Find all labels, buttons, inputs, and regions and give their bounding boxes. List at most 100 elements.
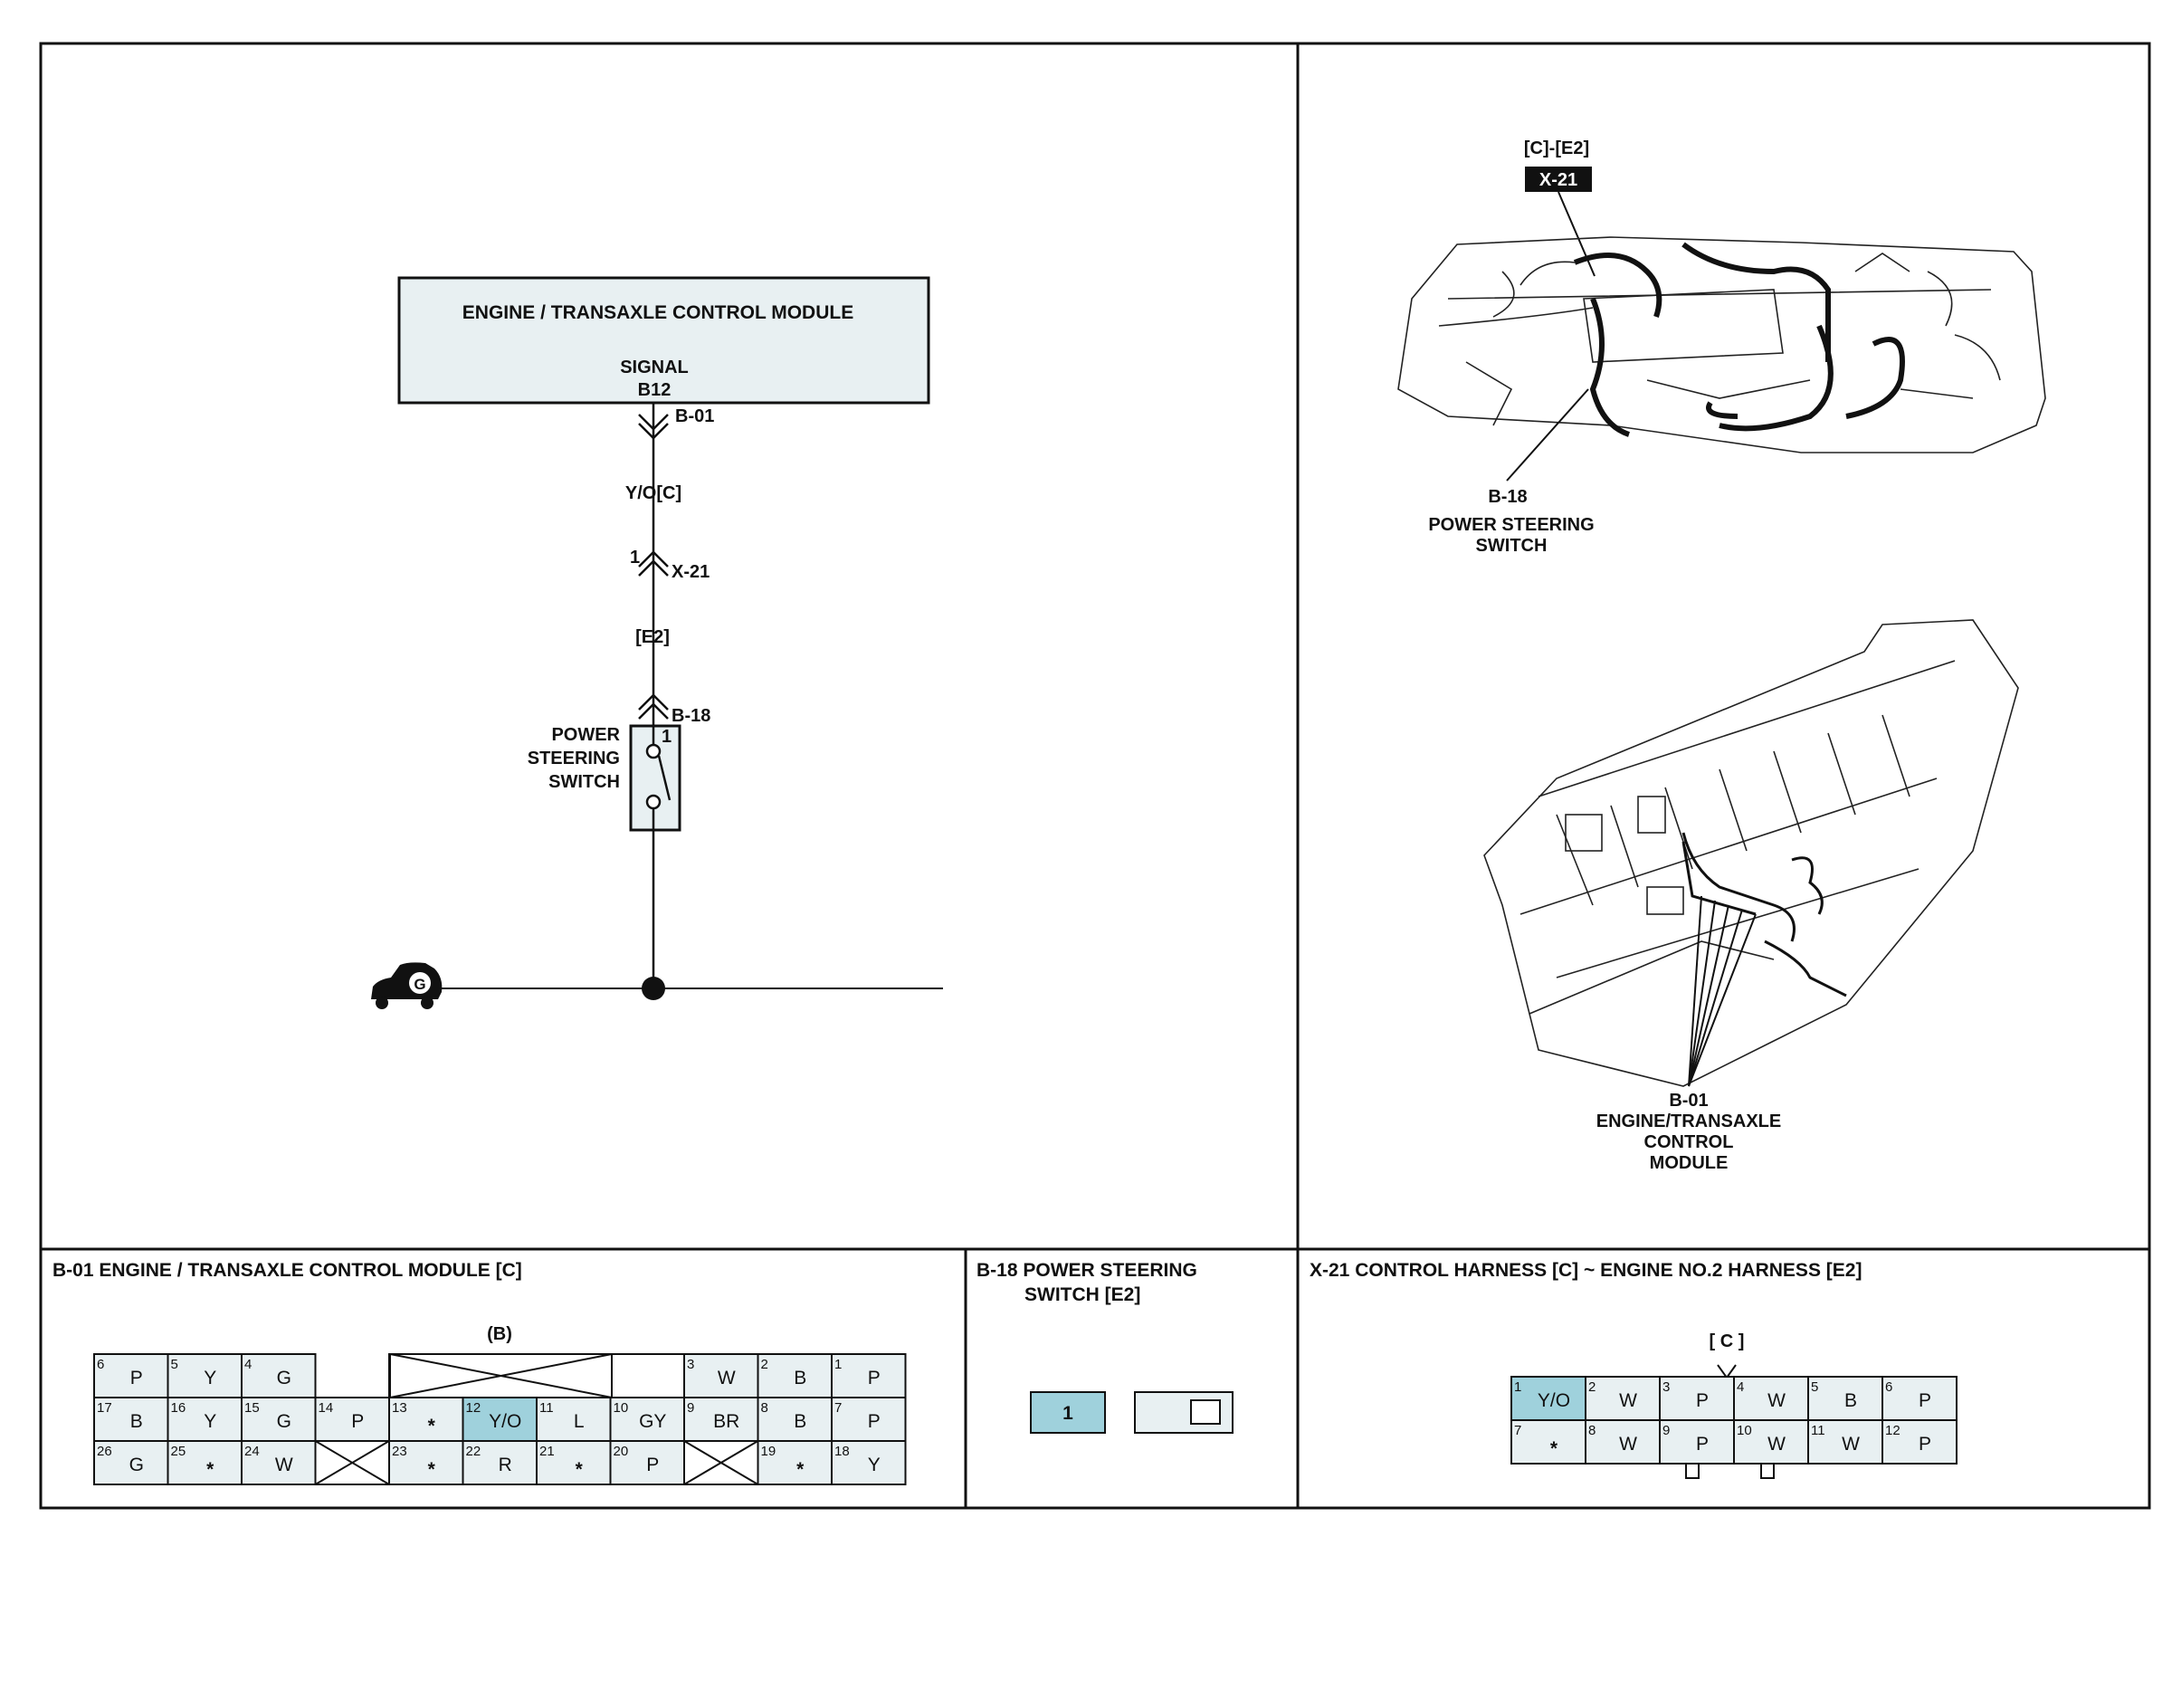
b01-pin-2-cell[interactable]: 2B xyxy=(757,1353,833,1398)
b01-wire-color: B xyxy=(130,1411,143,1432)
b01-wire-color: BR xyxy=(713,1411,739,1432)
b01-pin-number: 24 xyxy=(244,1444,260,1459)
b01-locator-label-2: ENGINE/TRANSAXLE xyxy=(1596,1112,1781,1131)
b01-wire-color: W xyxy=(275,1455,293,1475)
b01-pin-4-cell[interactable]: 4G xyxy=(241,1353,317,1398)
b01-wire-color: P xyxy=(130,1368,143,1388)
x21-wire-color: W xyxy=(1619,1390,1637,1411)
b01-pin-22-cell[interactable]: 22R xyxy=(462,1440,538,1485)
b01-pin-25-cell[interactable]: 25* xyxy=(167,1440,243,1485)
x21-pin-number: 1 xyxy=(1514,1379,1521,1395)
x21-pin-number: 4 xyxy=(1737,1379,1744,1395)
b01-pin-number: 4 xyxy=(244,1357,252,1372)
b18-pin-1-label: 1 xyxy=(1062,1403,1073,1424)
b01-wire-color: G xyxy=(129,1455,144,1475)
b01-pin-number: 2 xyxy=(761,1357,768,1372)
x21-pin-9-cell[interactable]: 9P xyxy=(1659,1419,1735,1465)
x21-pin-number: 8 xyxy=(1588,1423,1596,1438)
b01-pin-number: 17 xyxy=(97,1400,112,1416)
x21-latch-tab-left xyxy=(1685,1463,1700,1479)
harness-e2-label: [E2] xyxy=(635,627,670,647)
b01-blank-cell xyxy=(609,1353,685,1398)
b01-pin-13-cell[interactable]: 13* xyxy=(388,1397,464,1442)
b18-panel-title-1: B-18 POWER STEERING xyxy=(976,1260,1197,1281)
x21-pin-12-cell[interactable]: 12P xyxy=(1881,1419,1958,1465)
b01-pin-7-cell[interactable]: 7P xyxy=(831,1397,907,1442)
x21-tag-label: X-21 xyxy=(1539,170,1577,190)
b01-locator-label-3: CONTROL xyxy=(1644,1132,1734,1152)
b01-pin-23-cell[interactable]: 23* xyxy=(388,1440,464,1485)
b01-pin-18-cell[interactable]: 18Y xyxy=(831,1440,907,1485)
power-steering-switch-symbol[interactable] xyxy=(629,724,681,832)
b01-pin-9-cell[interactable]: 9BR xyxy=(683,1397,759,1442)
x21-pin-1-cell[interactable]: 1Y/O xyxy=(1510,1376,1586,1421)
locator-panel: [C]-[E2] X-21 B-18 POWER STEERING SWITCH xyxy=(1397,138,2046,1173)
b01-wire-color: B xyxy=(794,1368,806,1388)
b01-pin-20-cell[interactable]: 20P xyxy=(609,1440,685,1485)
b18-pin-1-cell[interactable] xyxy=(1030,1391,1106,1434)
b01-pin-11-cell[interactable]: 11L xyxy=(536,1397,612,1442)
b01-pin-12-cell[interactable]: 12Y/O xyxy=(462,1397,538,1442)
b01-pin-15-cell[interactable]: 15G xyxy=(241,1397,317,1442)
b01-wire-color: Y xyxy=(204,1368,216,1388)
x21-pin-7-cell[interactable]: 7* xyxy=(1510,1419,1586,1465)
x21-latch-tab-right xyxy=(1760,1463,1775,1479)
switch-pin-number: 1 xyxy=(662,727,672,747)
b01-pin-17-cell[interactable]: 17B xyxy=(93,1397,169,1442)
b01-pin-14-cell[interactable]: 14P xyxy=(314,1397,390,1442)
b01-wire-color: P xyxy=(351,1411,364,1432)
x21-pin-10-cell[interactable]: 10W xyxy=(1733,1419,1809,1465)
b01-pin-5-cell[interactable]: 5Y xyxy=(167,1353,243,1398)
schematic-panel: ENGINE / TRANSAXLE CONTROL MODULE SIGNAL… xyxy=(371,276,943,1009)
b01-connector-grid: 6P5Y4G3W2B1P17B16Y15G14P13*12Y/O11L10GY9… xyxy=(93,1353,907,1485)
engine-bay-harness-illustration[interactable] xyxy=(1397,236,2046,453)
b01-pin-24-cell[interactable]: 24W xyxy=(241,1440,317,1485)
x21-wire-color: B xyxy=(1844,1390,1857,1411)
x21-pin-8-cell[interactable]: 8W xyxy=(1585,1419,1661,1465)
b01-pin-21-cell[interactable]: 21* xyxy=(536,1440,612,1485)
b01-pin-3-cell[interactable]: 3W xyxy=(683,1353,759,1398)
x21-connector-label: X-21 xyxy=(672,562,710,582)
b01-pin-16-cell[interactable]: 16Y xyxy=(167,1397,243,1442)
b01-pin-number: 23 xyxy=(392,1444,407,1459)
b01-pin-number: 8 xyxy=(761,1400,768,1416)
b01-locator-label-4: MODULE xyxy=(1650,1153,1729,1173)
ground-vehicle-icon[interactable]: G xyxy=(371,962,443,1009)
b01-connector-label: B-01 xyxy=(675,406,714,426)
b01-blank-cell xyxy=(314,1440,390,1485)
x21-pin-11-cell[interactable]: 11W xyxy=(1807,1419,1883,1465)
b01-pin-number: 5 xyxy=(171,1357,178,1372)
b18-connector-symbol[interactable] xyxy=(638,693,669,720)
x21-pin-2-cell[interactable]: 2W xyxy=(1585,1376,1661,1421)
x21-wire-color: * xyxy=(1550,1438,1558,1459)
b01-pin-number: 20 xyxy=(614,1444,629,1459)
x21-pin-3-cell[interactable]: 3P xyxy=(1659,1376,1735,1421)
x21-wire-color: P xyxy=(1696,1390,1709,1411)
x21-pin-6-cell[interactable]: 6P xyxy=(1881,1376,1958,1421)
b01-pin-19-cell[interactable]: 19* xyxy=(757,1440,833,1485)
b01-pin-8-cell[interactable]: 8B xyxy=(757,1397,833,1442)
x21-pin-number: 7 xyxy=(1514,1423,1521,1438)
x21-pin-5-cell[interactable]: 5B xyxy=(1807,1376,1883,1421)
x21-pin-number: 9 xyxy=(1662,1423,1670,1438)
b01-wire-color: G xyxy=(277,1368,291,1388)
x21-tag-box[interactable] xyxy=(1525,167,1592,192)
b01-panel-title: B-01 ENGINE / TRANSAXLE CONTROL MODULE [… xyxy=(52,1260,522,1281)
splice-point[interactable] xyxy=(642,977,665,1000)
switch-label-line1: POWER xyxy=(551,725,620,745)
control-module-box[interactable] xyxy=(397,276,930,405)
b01-connector-symbol[interactable] xyxy=(638,414,669,440)
b18-panel-title-2: SWITCH [E2] xyxy=(1024,1284,1140,1305)
x21-connector-symbol[interactable] xyxy=(638,550,669,577)
b01-pin-number: 21 xyxy=(539,1444,555,1459)
b01-pin-26-cell[interactable]: 26G xyxy=(93,1440,169,1485)
b18-connector-panel: B-18 POWER STEERING SWITCH [E2] 1 xyxy=(976,1260,1234,1434)
b01-pin-1-cell[interactable]: 1P xyxy=(831,1353,907,1398)
x21-pin-4-cell[interactable]: 4W xyxy=(1733,1376,1809,1421)
b01-pin-number: 3 xyxy=(687,1357,694,1372)
b01-pin-number: 9 xyxy=(687,1400,694,1416)
b01-pin-number: 14 xyxy=(319,1400,334,1416)
dashboard-harness-illustration[interactable] xyxy=(1483,619,2019,1087)
b01-pin-6-cell[interactable]: 6P xyxy=(93,1353,169,1398)
